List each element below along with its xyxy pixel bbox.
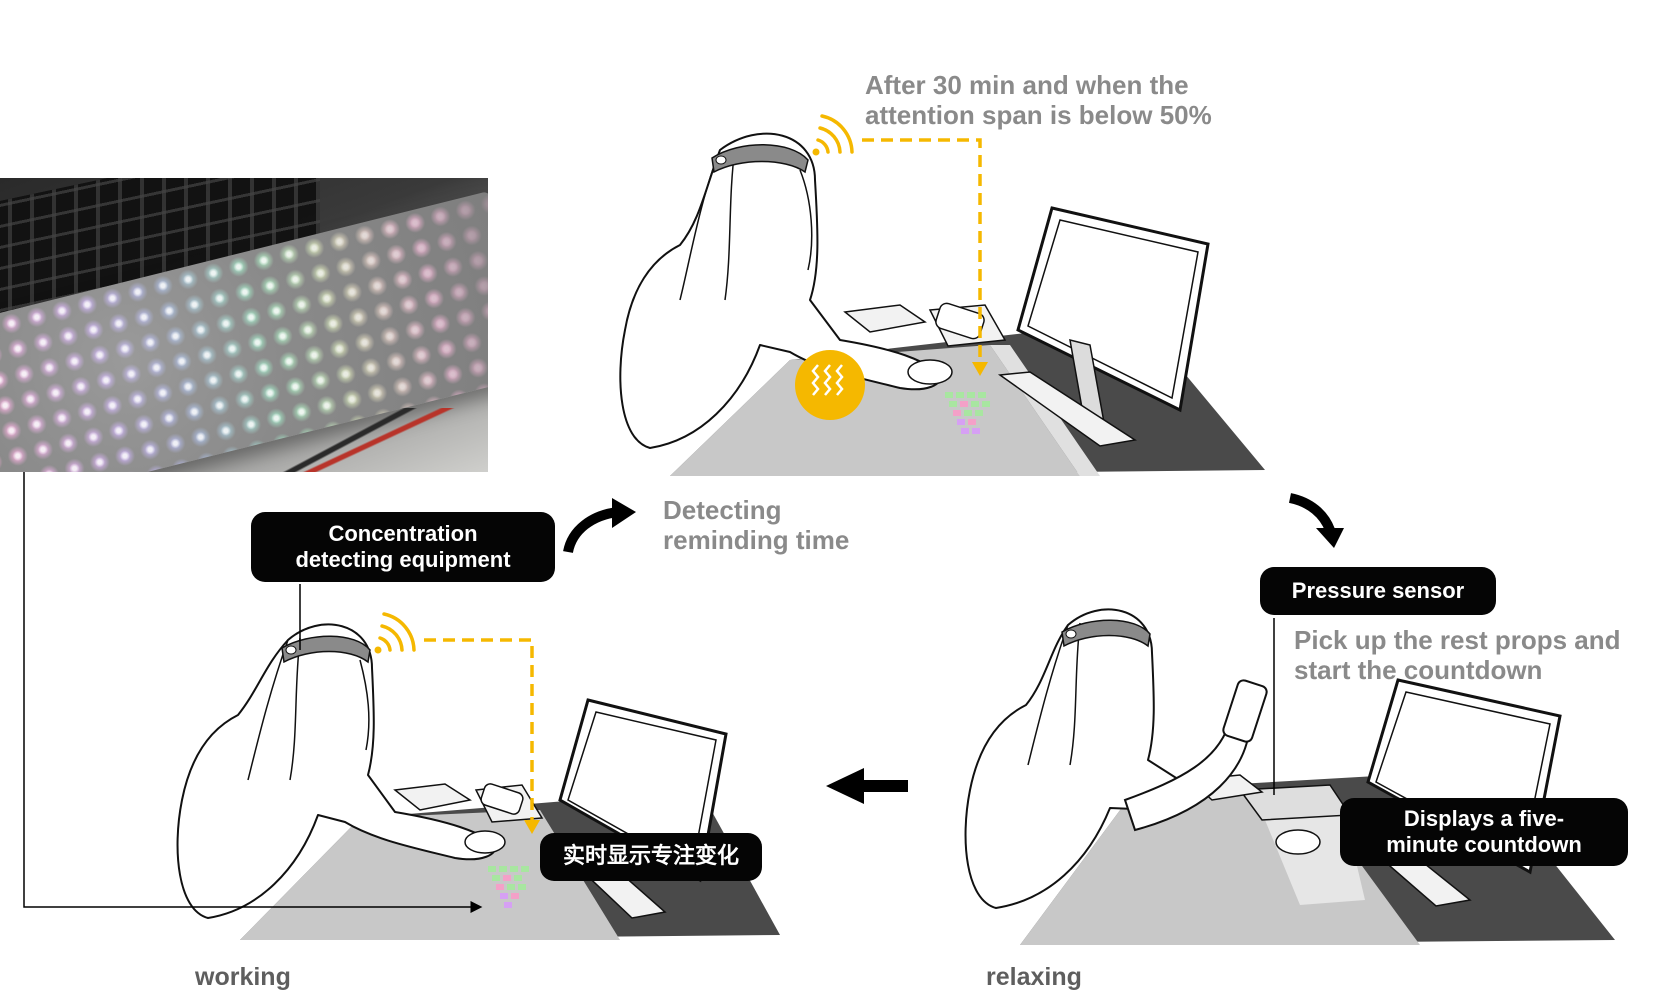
wifi-signal-icon bbox=[812, 114, 854, 156]
detecting-reminding-text: Detecting reminding time bbox=[663, 495, 850, 555]
realtime-display-pill: 实时显示专注变化 bbox=[540, 833, 762, 881]
arrow-left-icon bbox=[826, 768, 908, 804]
relaxing-label: relaxing bbox=[986, 963, 1082, 991]
top-scene bbox=[619, 114, 1265, 476]
after-30-min-text: After 30 min and when the attention span… bbox=[865, 70, 1212, 130]
arrow-curved-right-icon bbox=[1288, 493, 1344, 548]
wifi-signal-icon bbox=[374, 612, 416, 654]
pick-up-text: Pick up the rest props and start the cou… bbox=[1294, 625, 1621, 685]
pressure-sensor-pill: Pressure sensor bbox=[1260, 567, 1496, 615]
arrow-curved-right-icon bbox=[563, 498, 636, 554]
countdown-pill: Displays a five- minute countdown bbox=[1340, 798, 1628, 866]
concentration-pill: Concentration detecting equipment bbox=[251, 512, 555, 582]
vibration-icon bbox=[795, 350, 865, 420]
led-felt-photo bbox=[0, 178, 488, 472]
working-label: working bbox=[195, 963, 291, 991]
